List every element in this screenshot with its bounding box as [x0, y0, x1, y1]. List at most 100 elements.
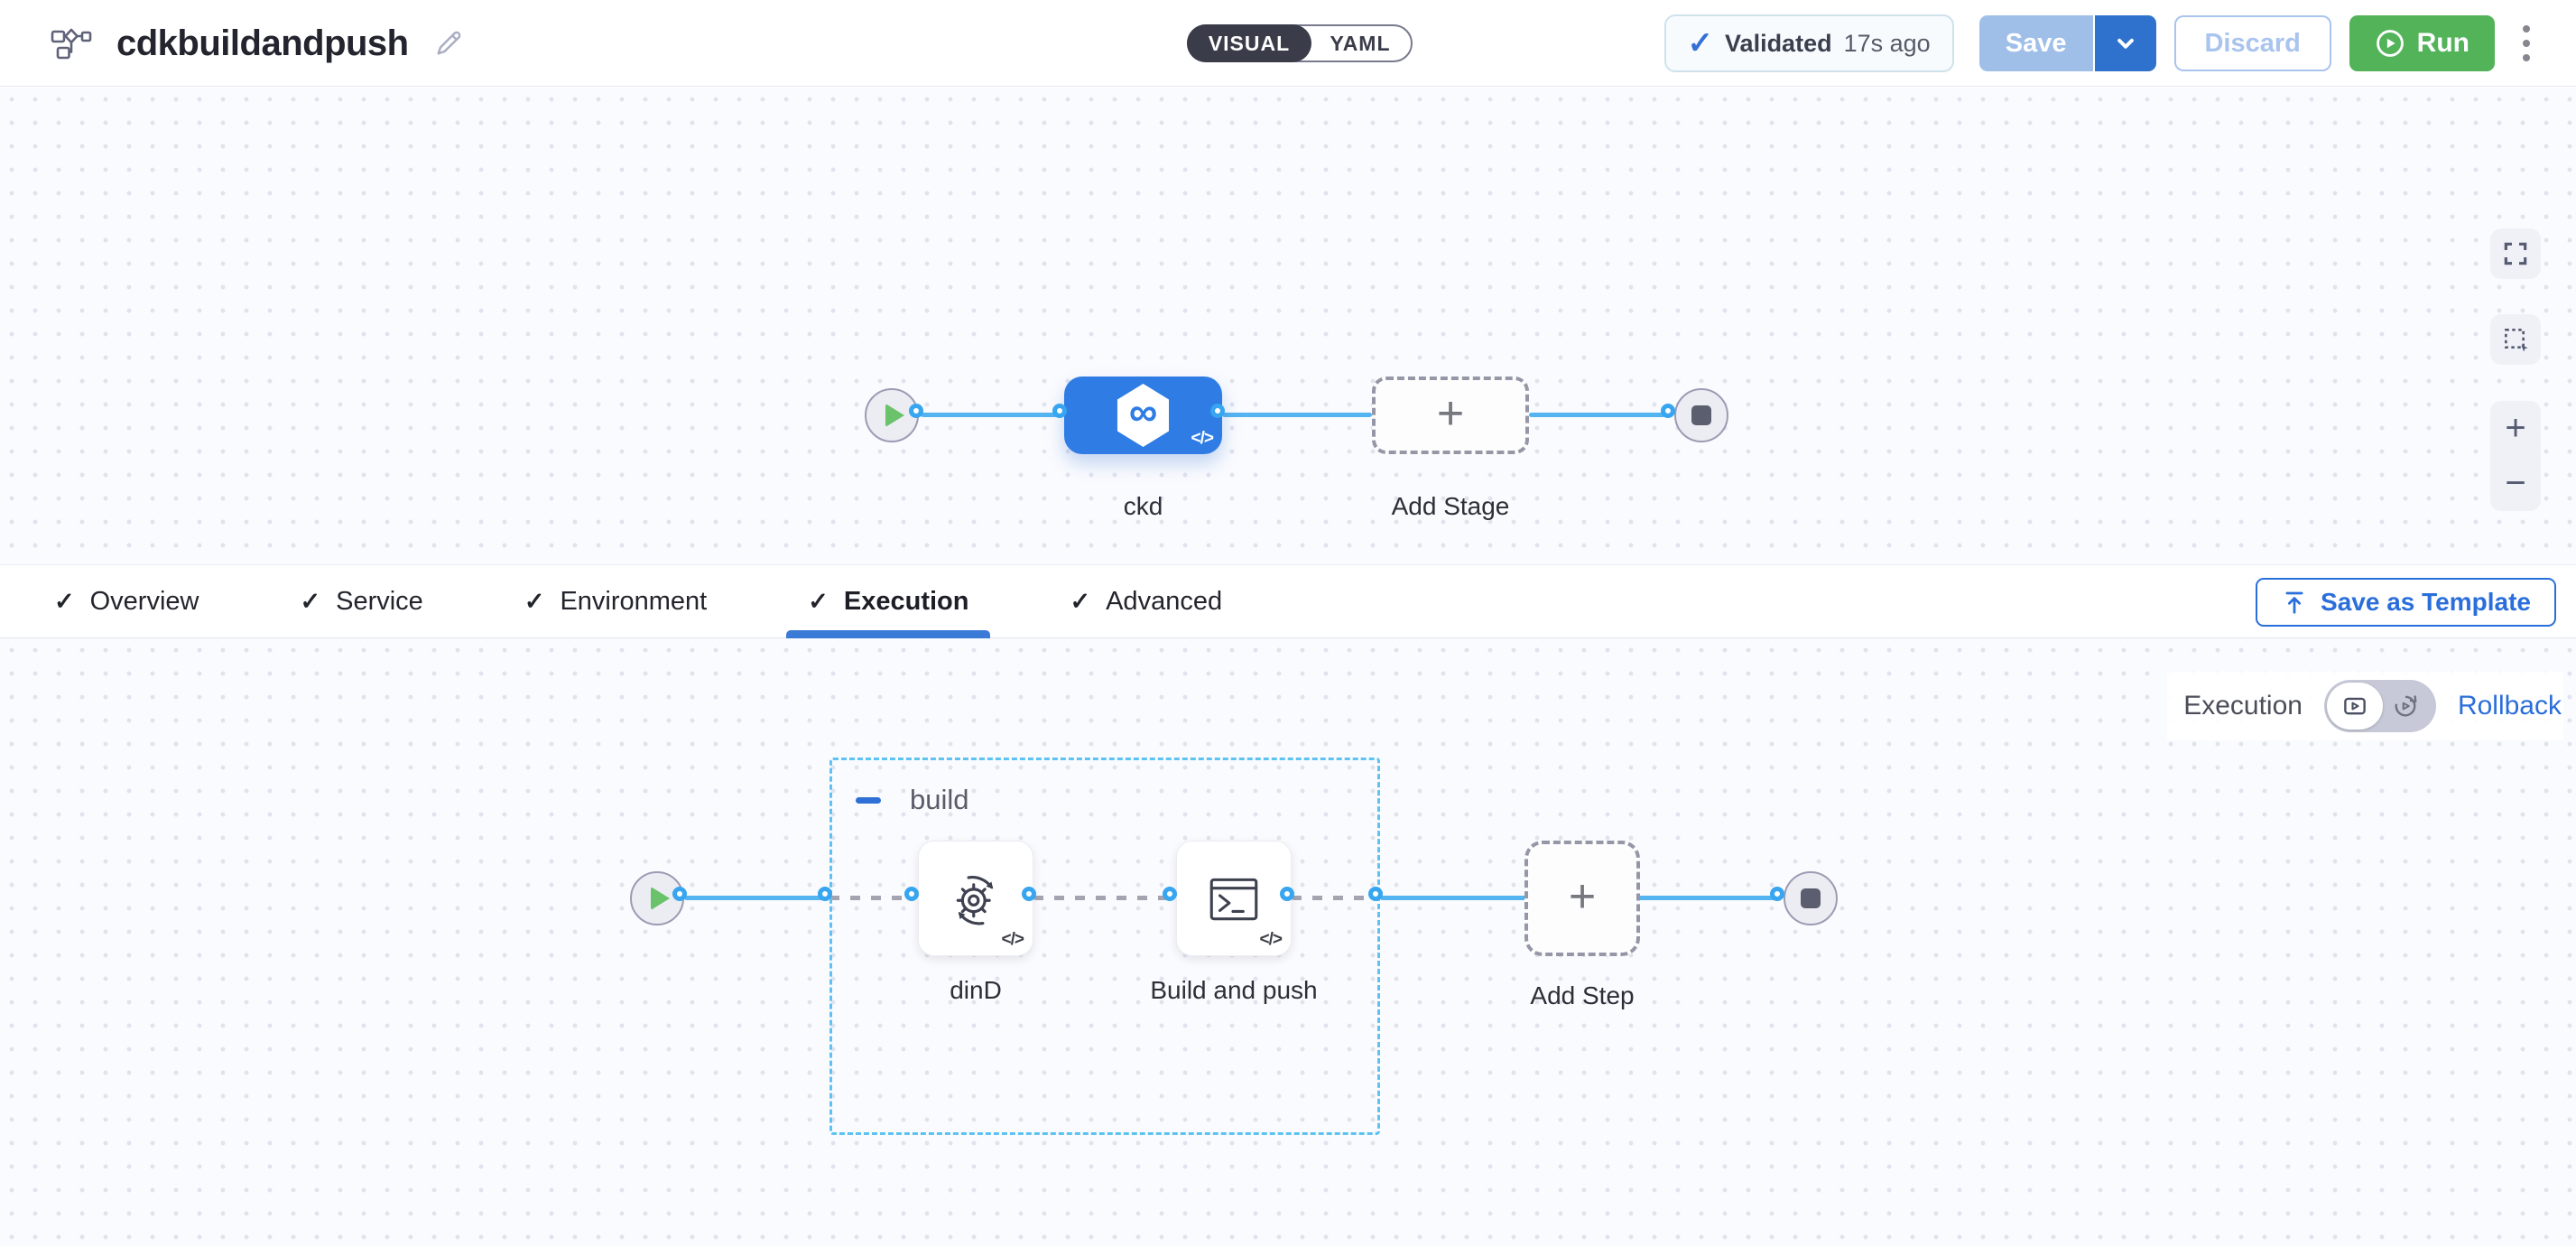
start-play-icon: [885, 404, 904, 427]
run-button[interactable]: Run: [2349, 15, 2495, 71]
marquee-select-button[interactable]: [2490, 314, 2541, 365]
check-icon: ✓: [808, 587, 829, 615]
check-icon: ✓: [1070, 587, 1091, 615]
connector-port: [1022, 887, 1036, 901]
more-options-kebab[interactable]: [2513, 15, 2540, 71]
zoom-out-button[interactable]: −: [2490, 456, 2541, 511]
page-title: cdkbuildandpush: [116, 23, 409, 63]
add-stage-button[interactable]: +: [1372, 377, 1529, 454]
check-icon: ✓: [54, 587, 75, 615]
tab-execution[interactable]: ✓ Execution: [786, 564, 991, 638]
rollback-icon: [2395, 695, 2417, 717]
stage-node-ckd[interactable]: ∞ </>: [1064, 377, 1222, 454]
execution-end-node: [1784, 871, 1838, 925]
validated-badge[interactable]: ✓ Validated 17s ago: [1663, 14, 1954, 72]
check-icon: ✓: [524, 587, 545, 615]
check-icon: ✓: [1687, 26, 1714, 60]
connector-port: [1368, 887, 1383, 901]
zoom-panel: + −: [2490, 401, 2541, 511]
fullscreen-button[interactable]: [2490, 228, 2541, 279]
pipeline-end-node: [1674, 388, 1728, 442]
connector-port: [818, 887, 832, 901]
execution-steps-icon: [2344, 697, 2366, 715]
connector-port: [904, 887, 919, 901]
pipeline-icon: [51, 28, 92, 60]
save-button[interactable]: Save: [1978, 15, 2093, 71]
stop-square-icon: [1691, 405, 1711, 425]
add-stage-label: Add Stage: [1391, 492, 1510, 520]
top-actions: ✓ Validated 17s ago Save Discard Run: [1663, 14, 2540, 72]
execution-canvas[interactable]: Execution Rollback: [0, 638, 2576, 1246]
connector-port: [1661, 404, 1675, 418]
discard-button[interactable]: Discard: [2173, 15, 2331, 71]
connector-port: [909, 404, 923, 418]
marquee-select-icon: [2505, 329, 2528, 352]
rollback-mode-option[interactable]: [2386, 680, 2425, 732]
connector-port: [1052, 404, 1067, 418]
add-step-button[interactable]: +: [1524, 841, 1640, 956]
execution-rollback-toggle[interactable]: [2323, 680, 2436, 732]
top-bar: cdkbuildandpush VISUAL YAML ✓ Validated …: [0, 0, 2576, 87]
step-group-build: build: [829, 758, 1380, 1135]
connector-port: [1163, 887, 1177, 901]
plus-icon: +: [1436, 387, 1465, 440]
start-play-icon: [650, 887, 670, 910]
ci-stage-icon: ∞: [1117, 384, 1170, 447]
connector-port: [1280, 887, 1294, 901]
execution-mode-bar: Execution Rollback: [2167, 672, 2563, 740]
tab-service[interactable]: ✓ Service: [300, 586, 423, 616]
connector-line: [1529, 413, 1673, 417]
connector-port: [672, 887, 687, 901]
tab-overview[interactable]: ✓ Overview: [54, 586, 199, 616]
chevron-down-icon: [2117, 38, 2134, 49]
connector-port: [1210, 404, 1225, 418]
run-play-icon: [2376, 30, 2404, 57]
step-label: dinD: [950, 976, 1002, 1004]
stage-tabbar: ✓ Overview ✓ Service ✓ Environment ✓ Exe…: [0, 564, 2576, 638]
plus-icon: +: [1568, 870, 1597, 923]
title-group: cdkbuildandpush: [51, 0, 465, 87]
execution-mode-knob: [2326, 683, 2383, 730]
docker-in-docker-icon: [956, 876, 994, 925]
code-badge: </>: [1001, 930, 1025, 949]
terminal-icon: [1209, 878, 1258, 921]
connector-line-dashed: [1292, 896, 1380, 900]
connector-line: [684, 896, 829, 900]
toggle-visual[interactable]: VISUAL: [1187, 24, 1311, 62]
connector-line: [1222, 413, 1372, 417]
connector-line-dashed: [1033, 896, 1174, 900]
code-badge: </>: [1259, 930, 1283, 949]
stage-label: ckd: [1123, 492, 1163, 520]
add-step-label: Add Step: [1530, 981, 1635, 1009]
save-as-template-button[interactable]: Save as Template: [2256, 578, 2556, 627]
validated-label: Validated: [1725, 29, 1832, 57]
run-label: Run: [2416, 28, 2469, 58]
connector-line-dashed: [829, 896, 916, 900]
connector-port: [1770, 887, 1784, 901]
step-label: Build and push: [1150, 976, 1318, 1004]
visual-yaml-toggle: VISUAL YAML: [1187, 24, 1413, 62]
tab-environment[interactable]: ✓ Environment: [524, 586, 708, 616]
tab-advanced[interactable]: ✓ Advanced: [1070, 586, 1223, 616]
step-build-and-push[interactable]: </>: [1176, 841, 1292, 956]
upload-icon: [2285, 591, 2303, 614]
connector-line: [921, 413, 1064, 417]
fullscreen-icon: [2504, 242, 2527, 265]
stop-square-icon: [1801, 888, 1821, 908]
validated-time: 17s ago: [1843, 29, 1931, 57]
group-header: build: [856, 784, 969, 816]
collapse-group-button[interactable]: [856, 796, 881, 804]
save-dropdown-button[interactable]: [2092, 15, 2156, 71]
group-label: build: [910, 784, 969, 815]
step-dind[interactable]: </>: [918, 841, 1033, 956]
stage-canvas[interactable]: ∞ </> ckd + Add Stage: [0, 88, 2576, 564]
toggle-yaml[interactable]: YAML: [1330, 31, 1391, 55]
code-badge: </>: [1191, 429, 1215, 448]
check-icon: ✓: [300, 587, 321, 615]
rollback-link[interactable]: Rollback: [2457, 691, 2562, 721]
edit-pencil-icon[interactable]: [432, 27, 465, 60]
execution-mode-label: Execution: [2183, 691, 2303, 721]
zoom-in-button[interactable]: +: [2490, 401, 2541, 456]
save-as-template-label: Save as Template: [2321, 588, 2531, 616]
